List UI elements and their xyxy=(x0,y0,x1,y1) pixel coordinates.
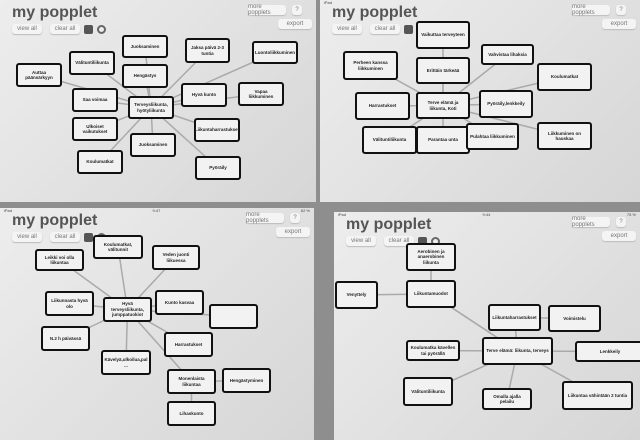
popple[interactable]: Leikki voi olla liikuntaa xyxy=(35,249,84,271)
popple[interactable]: Pyöräily xyxy=(195,156,241,180)
popple[interactable]: Veden juonti liikuessa xyxy=(152,245,200,270)
popple[interactable]: Välituntiliikunta xyxy=(403,377,453,406)
help-button[interactable]: ? xyxy=(290,213,300,223)
popple[interactable]: Venyttely xyxy=(335,281,378,309)
popple[interactable] xyxy=(209,304,258,329)
popple[interactable]: Hengästys xyxy=(122,64,168,88)
color-swatch-button[interactable] xyxy=(404,25,413,34)
popple[interactable]: Saa voimaa xyxy=(72,88,118,112)
view-all-button[interactable]: view all xyxy=(332,24,362,34)
device-label: iPad xyxy=(338,212,347,217)
status-bar: iPad 9:44 75 % xyxy=(334,212,640,218)
popple-central[interactable]: Terve elämä ja liikunta, Koti xyxy=(416,92,470,119)
popple[interactable]: Juoksaminen xyxy=(122,35,168,58)
popple[interactable]: Kunto kasvaa xyxy=(155,290,204,315)
popple[interactable]: Vapaa liikkuminen xyxy=(238,82,284,106)
gear-icon[interactable] xyxy=(97,25,106,34)
popple[interactable]: Omalla ajalla pelailu xyxy=(482,388,532,410)
popple[interactable]: Koulumatkat xyxy=(77,150,123,174)
view-all-button[interactable]: view all xyxy=(12,24,42,34)
popple[interactable]: Harrastukset xyxy=(355,92,410,120)
popple[interactable]: Ulkoiset vaikutukset xyxy=(72,117,118,141)
battery-level: 75 % xyxy=(626,212,636,217)
popple[interactable]: Jaksa päivä 2-3 tuntia xyxy=(185,38,230,63)
popple-central[interactable]: Hyvä terveysliikunta, jumppatuokiot xyxy=(103,297,152,322)
more-popplets-button[interactable]: more popplets xyxy=(572,216,610,228)
clear-all-button[interactable]: clear all xyxy=(50,24,80,34)
page-title: my popplet xyxy=(346,216,432,233)
popple[interactable]: Lihaskunto xyxy=(167,401,216,426)
popple[interactable]: Kävelyä,ulkoilua,pal ... xyxy=(101,350,151,375)
popple[interactable]: Pyöräily,lenkkeily xyxy=(479,90,533,118)
popple-central[interactable]: Terve elämä: liikunta, terveys xyxy=(482,337,553,365)
popple[interactable]: Juoksaminen xyxy=(130,133,176,157)
popple[interactable]: Auttaa päänsärkyyn xyxy=(16,63,62,87)
clear-all-button[interactable]: clear all xyxy=(384,236,414,246)
export-button[interactable]: export xyxy=(602,19,636,29)
clock: 9:44 xyxy=(482,212,491,217)
popple[interactable]: Välituntiliikunta xyxy=(362,126,417,154)
popple[interactable]: Liikunnasta hyvä olo xyxy=(45,291,94,316)
view-all-button[interactable]: view all xyxy=(346,236,376,246)
help-button[interactable]: ? xyxy=(616,217,626,227)
more-popplets-button[interactable]: more popplets xyxy=(246,212,284,224)
clock: 9:47 xyxy=(152,208,161,213)
popple[interactable]: Liikuntaharrastukset xyxy=(194,118,240,142)
export-button[interactable]: export xyxy=(276,227,310,237)
connector-lines xyxy=(59,246,247,414)
popple[interactable]: Hyvä kunto xyxy=(181,83,227,107)
battery-level: 62 % xyxy=(300,208,310,213)
export-button[interactable]: export xyxy=(602,231,636,241)
popple[interactable]: Koulumatkat xyxy=(537,63,592,91)
popplet-screen-4: iPad 9:44 75 % my popplet view all clear all m… xyxy=(334,212,640,440)
page-title: my popplet xyxy=(12,212,98,229)
popple[interactable]: Liikuntaa vähintään 2 tuntia xyxy=(562,381,633,410)
popple[interactable]: Pulahtaa liikkuminen xyxy=(466,123,519,150)
popple-central[interactable]: Terveysliikunta, hyötyliikunta xyxy=(128,96,174,119)
more-popplets-button[interactable]: more popplets xyxy=(248,4,286,16)
popplet-screen-1: my popplet view all clear all more popplets… xyxy=(0,0,316,202)
popple[interactable]: N.2 h päivässä xyxy=(41,326,90,351)
page-title: my popplet xyxy=(332,4,418,21)
popple[interactable]: Parantaa unta xyxy=(416,126,470,154)
more-popplets-button[interactable]: more popplets xyxy=(572,4,610,16)
popple[interactable]: Voimistelu xyxy=(548,305,601,332)
popple[interactable]: Lenkkeily xyxy=(575,341,640,362)
help-button[interactable]: ? xyxy=(616,5,626,15)
export-button[interactable]: export xyxy=(278,19,312,29)
device-label: iPad xyxy=(4,208,13,213)
help-button[interactable]: ? xyxy=(292,5,302,15)
page-title: my popplet xyxy=(12,4,98,21)
clear-all-button[interactable]: clear all xyxy=(370,24,400,34)
popple[interactable]: Hengästyminen xyxy=(222,368,271,393)
popple[interactable]: Monenlaista liikuntaa xyxy=(167,369,216,394)
popple[interactable]: Liikkuminen on hauskaa xyxy=(537,122,592,150)
popple[interactable]: Välituntiliikunta xyxy=(69,51,115,75)
popple[interactable]: Vaikuttaa terveyteen xyxy=(416,21,470,49)
popple[interactable]: Vahvistaa lihaksia xyxy=(481,44,534,65)
popple[interactable]: Aerobinen ja anaerobinen liikunta xyxy=(406,243,456,271)
color-swatch-button[interactable] xyxy=(84,233,93,242)
popplet-screen-3: iPad 9:47 62 % my popplet view all clear all m… xyxy=(0,208,314,440)
status-bar: iPad 9:47 62 % xyxy=(0,208,314,214)
popple[interactable]: Liikuntaharrastukset xyxy=(488,304,541,331)
color-swatch-button[interactable] xyxy=(418,237,427,246)
view-all-button[interactable]: view all xyxy=(12,232,42,242)
popple[interactable]: Koulumatka kävellen tai pyörällä xyxy=(406,340,460,361)
device-label: iPad xyxy=(324,0,333,5)
status-bar: iPad xyxy=(320,0,640,6)
popple[interactable]: Koulumatkat, välitunnit xyxy=(93,235,143,259)
color-swatch-button[interactable] xyxy=(84,25,93,34)
popple[interactable]: Erittäin tärkeää xyxy=(416,57,470,84)
popple[interactable]: Perheen kanssa liikkuminen xyxy=(343,51,398,80)
popple[interactable]: Luontoliikkuminen xyxy=(252,41,298,64)
popple[interactable]: Liikuntamuodot xyxy=(406,280,456,308)
clear-all-button[interactable]: clear all xyxy=(50,232,80,242)
popple[interactable]: Harrastukset xyxy=(164,332,213,357)
